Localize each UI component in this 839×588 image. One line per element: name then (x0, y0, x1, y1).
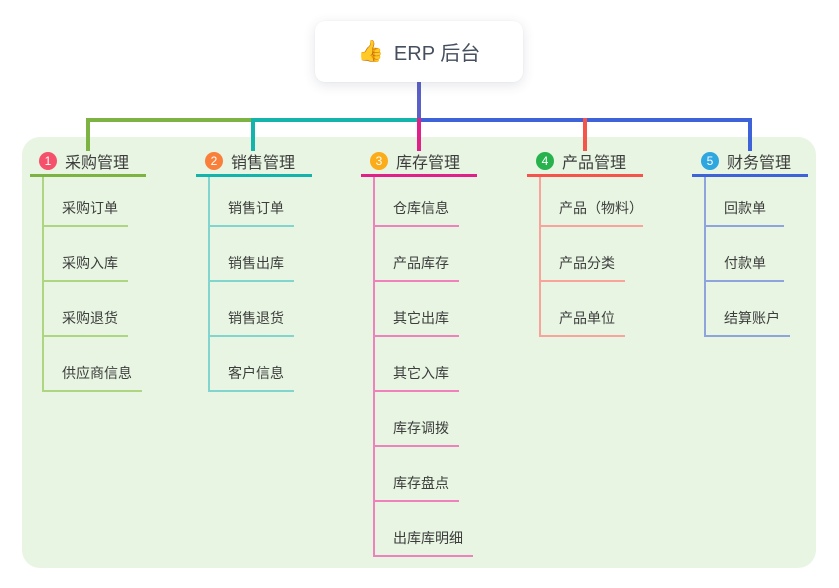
child-label: 销售出库 (210, 253, 294, 282)
mindmap-node[interactable]: 产品（物料） (541, 177, 643, 227)
child-label: 库存盘点 (375, 473, 459, 502)
mindmap-node[interactable]: 出库库明细 (375, 502, 477, 557)
root-node[interactable]: 👍 ERP 后台 (315, 21, 523, 82)
child-label: 采购退货 (44, 308, 128, 337)
mindmap-node[interactable]: 销售退货 (210, 282, 312, 337)
mindmap-node[interactable]: 产品库存 (375, 227, 477, 282)
child-label: 销售退货 (210, 308, 294, 337)
thumbs-up-icon: 👍 (357, 40, 384, 63)
branch-header[interactable]: 3 库存管理 (361, 147, 477, 177)
branch-badge: 2 (205, 151, 223, 170)
branch-children: 回款单 付款单 结算账户 (704, 177, 808, 337)
child-label: 结算账户 (706, 308, 790, 337)
child-label: 采购订单 (44, 198, 128, 227)
connector-drop-product (583, 118, 587, 151)
branch-badge: 3 (370, 151, 388, 170)
mindmap-node[interactable]: 其它入库 (375, 337, 477, 392)
mindmap-node[interactable]: 结算账户 (706, 282, 808, 337)
branch-column: 5 财务管理 回款单 付款单 结算账户 (692, 147, 808, 337)
mindmap-node[interactable]: 其它出库 (375, 282, 477, 337)
mindmap-node[interactable]: 采购入库 (44, 227, 146, 282)
child-label: 采购入库 (44, 253, 128, 282)
mindmap-node[interactable]: 供应商信息 (44, 337, 146, 392)
branch-header[interactable]: 5 财务管理 (692, 147, 808, 177)
child-label: 回款单 (706, 198, 784, 227)
child-label: 供应商信息 (44, 363, 142, 392)
mindmap-node[interactable]: 仓库信息 (375, 177, 477, 227)
child-label: 出库库明细 (375, 528, 473, 557)
child-label: 产品单位 (541, 308, 625, 337)
branch-label: 财务管理 (727, 154, 792, 172)
branch-column: 4 产品管理 产品（物料） 产品分类 产品单位 (527, 147, 643, 337)
connector-drop-inventory (417, 118, 421, 151)
connector-bus-left-teal (251, 118, 419, 122)
mindmap-node[interactable]: 采购退货 (44, 282, 146, 337)
child-label: 付款单 (706, 253, 784, 282)
mindmap-node[interactable]: 付款单 (706, 227, 808, 282)
branches-panel (22, 137, 816, 568)
root-title: ERP 后台 (393, 43, 481, 65)
child-label: 产品库存 (375, 253, 459, 282)
child-label: 其它出库 (375, 308, 459, 337)
mindmap-node[interactable]: 回款单 (706, 177, 808, 227)
mindmap-node[interactable]: 库存调拨 (375, 392, 477, 447)
branch-badge: 1 (39, 151, 57, 170)
branch-label: 库存管理 (396, 154, 461, 172)
branch-column: 1 采购管理 采购订单 采购入库 采购退货 供应商信息 (30, 147, 146, 392)
branch-header[interactable]: 4 产品管理 (527, 147, 643, 177)
branch-column: 2 销售管理 销售订单 销售出库 销售退货 客户信息 (196, 147, 312, 392)
child-label: 销售订单 (210, 198, 294, 227)
mindmap-node[interactable]: 销售出库 (210, 227, 312, 282)
connector-drop-sales (251, 118, 255, 151)
branch-children: 销售订单 销售出库 销售退货 客户信息 (208, 177, 312, 392)
connector-drop-finance (748, 118, 752, 151)
connector-root-stem (417, 82, 421, 118)
child-label: 库存调拨 (375, 418, 459, 447)
mindmap-node[interactable]: 采购订单 (44, 177, 146, 227)
branch-header[interactable]: 2 销售管理 (196, 147, 312, 177)
branch-badge: 4 (536, 151, 554, 170)
mindmap-node[interactable]: 客户信息 (210, 337, 312, 392)
child-label: 产品（物料） (541, 198, 643, 227)
branch-column: 3 库存管理 仓库信息 产品库存 其它出库 其它入库 库存调拨 库存盘点 出库库… (361, 147, 477, 557)
child-label: 仓库信息 (375, 198, 459, 227)
branch-label: 产品管理 (562, 154, 627, 172)
mindmap-node[interactable]: 产品单位 (541, 282, 643, 337)
branch-children: 产品（物料） 产品分类 产品单位 (539, 177, 643, 337)
branch-label: 销售管理 (231, 154, 296, 172)
child-label: 产品分类 (541, 253, 625, 282)
branch-header[interactable]: 1 采购管理 (30, 147, 146, 177)
child-label: 客户信息 (210, 363, 294, 392)
branch-label: 采购管理 (65, 154, 130, 172)
connector-drop-purchase (86, 118, 90, 151)
branch-badge: 5 (701, 151, 719, 170)
mindmap-node[interactable]: 销售订单 (210, 177, 312, 227)
child-label: 其它入库 (375, 363, 459, 392)
branch-children: 采购订单 采购入库 采购退货 供应商信息 (42, 177, 146, 392)
branch-children: 仓库信息 产品库存 其它出库 其它入库 库存调拨 库存盘点 出库库明细 (373, 177, 477, 557)
mindmap-node[interactable]: 产品分类 (541, 227, 643, 282)
connector-bus-left-green (86, 118, 253, 122)
mindmap-node[interactable]: 库存盘点 (375, 447, 477, 502)
